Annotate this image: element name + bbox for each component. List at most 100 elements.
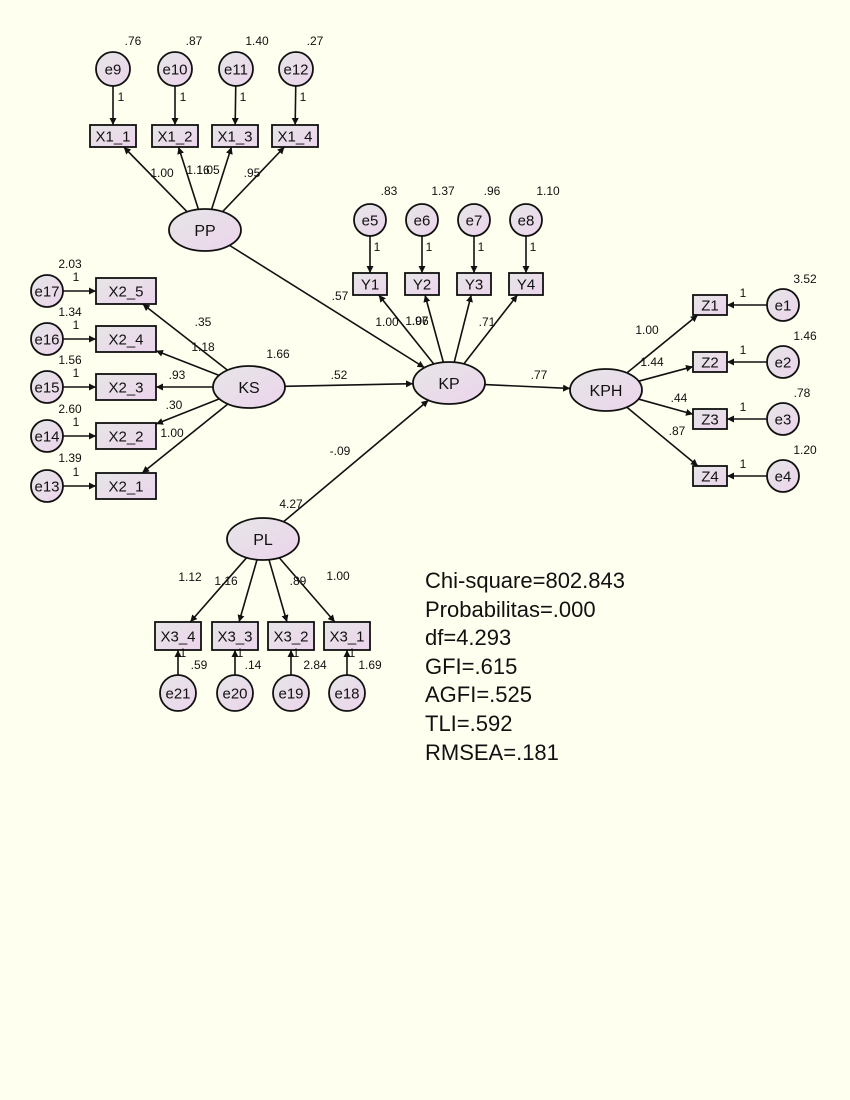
error-term-e5[interactable] xyxy=(353,203,387,237)
loading-estimate-X2_3: .93 xyxy=(169,368,186,382)
error-term-e13[interactable] xyxy=(30,469,64,503)
error-label-e16: e16 xyxy=(34,332,59,349)
latent-PL[interactable] xyxy=(226,517,300,561)
error-weight-e11: 1 xyxy=(240,90,247,104)
latent-KS[interactable] xyxy=(212,365,286,409)
error-term-e7[interactable] xyxy=(457,203,491,237)
error-label-e15: e15 xyxy=(34,380,59,397)
error-label-e4: e4 xyxy=(775,469,792,486)
observed-Z3[interactable] xyxy=(692,408,728,430)
observed-Y4[interactable] xyxy=(508,272,544,296)
latent-KPH[interactable] xyxy=(569,368,643,412)
loading-estimate-Y1: 1.00 xyxy=(375,315,399,329)
loading-estimate-Y3: .97 xyxy=(412,314,429,328)
error-term-e11[interactable] xyxy=(218,51,254,87)
observed-label-X2_4: X2_4 xyxy=(108,332,143,349)
error-term-e14[interactable] xyxy=(30,419,64,453)
error-weight-e10: 1 xyxy=(180,90,187,104)
latent-label-PL: PL xyxy=(253,532,273,549)
error-label-e18: e18 xyxy=(334,686,359,703)
observed-label-Y2: Y2 xyxy=(413,277,431,294)
error-weight-e16: 1 xyxy=(73,318,80,332)
loading-path-KP-Y1 xyxy=(378,294,435,365)
error-weight-e21: 1 xyxy=(180,646,187,660)
observed-X1_4[interactable] xyxy=(271,124,319,148)
error-term-e19[interactable] xyxy=(272,674,310,712)
observed-Y2[interactable] xyxy=(404,272,440,296)
observed-X2_4[interactable] xyxy=(95,325,157,353)
error-term-e15[interactable] xyxy=(30,370,64,404)
latent-label-KPH: KPH xyxy=(590,383,623,400)
observed-label-X3_1: X3_1 xyxy=(329,629,364,646)
loading-path-KPH-Z4 xyxy=(626,406,699,467)
fit-probability: Probabilitas=.000 xyxy=(425,596,596,622)
latent-label-PP: PP xyxy=(194,223,215,240)
observed-X3_4[interactable] xyxy=(154,621,202,651)
error-label-e8: e8 xyxy=(518,213,535,230)
error-term-e9[interactable] xyxy=(95,51,131,87)
observed-X3_2[interactable] xyxy=(267,621,315,651)
observed-label-X1_3: X1_3 xyxy=(217,129,252,146)
error-term-e16[interactable] xyxy=(30,322,64,356)
error-variance-e7: .96 xyxy=(484,184,501,198)
error-label-e5: e5 xyxy=(362,213,379,230)
error-label-e10: e10 xyxy=(162,62,187,79)
observed-X2_3[interactable] xyxy=(95,373,157,401)
error-term-e1[interactable] xyxy=(766,288,800,322)
loading-estimate-X1_3: 1.05 xyxy=(196,163,220,177)
loading-path-KS-X2_1 xyxy=(141,403,229,474)
observed-label-X3_2: X3_2 xyxy=(273,629,308,646)
observed-Z1[interactable] xyxy=(692,294,728,316)
latent-label-KP: KP xyxy=(438,376,459,393)
observed-label-X1_4: X1_4 xyxy=(277,129,312,146)
error-term-e21[interactable] xyxy=(159,674,197,712)
observed-X1_1[interactable] xyxy=(89,124,137,148)
error-label-e1: e1 xyxy=(775,298,792,315)
loading-path-KS-X2_5 xyxy=(142,303,228,371)
loading-path-KS-X2_2 xyxy=(155,398,220,425)
observed-X2_2[interactable] xyxy=(95,422,157,450)
error-term-e12[interactable] xyxy=(278,51,314,87)
fit-chi-square: Chi-square=802.843 xyxy=(425,568,625,593)
structural-path-PL-KP xyxy=(283,399,429,523)
latent-PP[interactable] xyxy=(168,208,242,252)
error-term-e8[interactable] xyxy=(509,203,543,237)
fit-agfi: AGFI=.525 xyxy=(425,682,533,708)
observed-Z2[interactable] xyxy=(692,351,728,373)
observed-label-Y3: Y3 xyxy=(465,277,483,294)
fit-df: df=4.293 xyxy=(425,625,512,651)
error-term-e2[interactable] xyxy=(766,345,800,379)
error-weight-e8: 1 xyxy=(530,240,537,254)
error-term-e20[interactable] xyxy=(216,674,254,712)
observed-X1_3[interactable] xyxy=(211,124,259,148)
error-variance-e16: 1.34 xyxy=(58,305,82,319)
observed-X3_3[interactable] xyxy=(211,621,259,651)
error-variance-e5: .83 xyxy=(381,184,398,198)
error-weight-e12: 1 xyxy=(300,90,307,104)
error-term-e18[interactable] xyxy=(328,674,366,712)
loading-path-PL-X3_2 xyxy=(268,559,289,623)
error-weight-e5: 1 xyxy=(374,240,381,254)
observed-Y1[interactable] xyxy=(352,272,388,296)
error-label-e13: e13 xyxy=(34,479,59,496)
error-term-e17[interactable] xyxy=(30,274,64,308)
error-label-e20: e20 xyxy=(222,686,247,703)
error-weight-e7: 1 xyxy=(478,240,485,254)
observed-X2_1[interactable] xyxy=(95,472,157,500)
loading-estimate-Z4: .87 xyxy=(669,424,686,438)
error-term-e6[interactable] xyxy=(405,203,439,237)
observed-label-X2_3: X2_3 xyxy=(108,380,143,397)
observed-Y3[interactable] xyxy=(456,272,492,296)
error-term-e10[interactable] xyxy=(157,51,193,87)
error-weight-e6: 1 xyxy=(426,240,433,254)
error-term-e3[interactable] xyxy=(766,402,800,436)
error-term-e4[interactable] xyxy=(766,459,800,493)
observed-X3_1[interactable] xyxy=(323,621,371,651)
latent-KP[interactable] xyxy=(412,361,486,405)
observed-X1_2[interactable] xyxy=(151,124,199,148)
error-label-e6: e6 xyxy=(414,213,431,230)
observed-X2_5[interactable] xyxy=(95,277,157,305)
error-weight-e20: 1 xyxy=(237,646,244,660)
error-path-e12-X1_4 xyxy=(291,85,299,126)
observed-Z4[interactable] xyxy=(692,465,728,487)
